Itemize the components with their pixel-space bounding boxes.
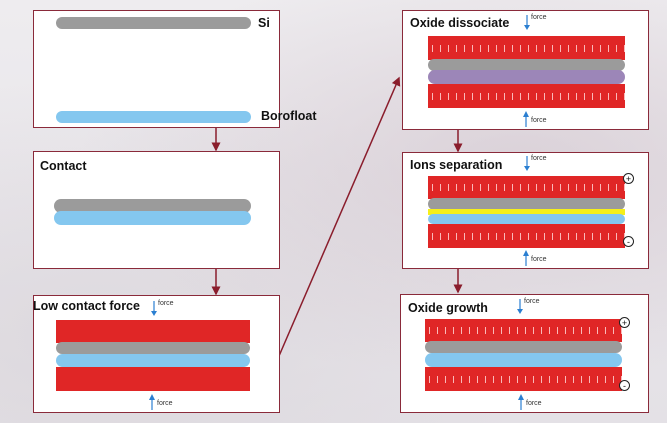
si-wafer	[425, 341, 622, 353]
si-wafer	[56, 342, 250, 354]
top-electrode-ions	[428, 36, 625, 60]
borofloat-wafer	[54, 211, 251, 225]
force-label-top: force	[158, 300, 174, 307]
top-electrode	[56, 320, 250, 343]
panel-ions-separation: Ions separation force + - force	[402, 152, 649, 269]
panel-low-contact-force: Low contact force force force	[33, 295, 280, 413]
bottom-electrode-ions	[425, 367, 622, 391]
force-down-arrow-icon	[524, 15, 530, 30]
force-up-arrow-icon	[523, 111, 529, 127]
borofloat-wafer	[428, 214, 625, 224]
force-label-bottom: force	[157, 400, 173, 407]
bottom-electrode-ions	[428, 224, 625, 248]
force-up-arrow-icon	[149, 394, 155, 410]
force-down-arrow-icon	[517, 299, 523, 314]
minus-terminal-icon: -	[619, 380, 630, 391]
borofloat-wafer	[56, 354, 250, 367]
force-down-arrow-icon	[524, 156, 530, 171]
borofloat-wafer	[56, 111, 251, 123]
force-label-top: force	[531, 155, 547, 162]
si-label: Si	[258, 16, 270, 30]
panel-title-low-contact-force: Low contact force	[33, 299, 140, 313]
borofloat-wafer	[425, 353, 622, 367]
ion-layer	[428, 209, 625, 215]
top-electrode-ions	[428, 176, 625, 199]
bottom-electrode-ions	[428, 84, 625, 108]
minus-terminal-icon: -	[623, 236, 634, 247]
top-electrode-ions	[425, 319, 622, 342]
force-up-arrow-icon	[518, 394, 524, 410]
panel-contact: Contact	[33, 151, 280, 269]
panel-oxide-dissociate: Oxide dissociate force force	[402, 10, 649, 130]
force-up-arrow-icon	[523, 250, 529, 266]
force-label-top: force	[524, 298, 540, 305]
si-wafer	[54, 199, 251, 213]
panel-title-oxide-dissociate: Oxide dissociate	[410, 16, 510, 30]
panel-oxide-growth: Oxide growth force + - force	[400, 294, 649, 413]
si-wafer	[56, 17, 251, 29]
force-label-bottom: force	[526, 400, 542, 407]
plus-terminal-icon: +	[623, 173, 634, 184]
borofloat-label: Borofloat	[261, 109, 317, 123]
force-label-top: force	[531, 14, 547, 21]
force-down-arrow-icon	[151, 301, 157, 316]
force-label-bottom: force	[531, 117, 547, 124]
panel-title-ions-separation: Ions separation	[410, 158, 503, 172]
panel-initial-wafers: Si Borofloat	[33, 10, 317, 128]
bottom-electrode	[56, 367, 250, 391]
panel-title-contact: Contact	[40, 159, 87, 173]
force-label-bottom: force	[531, 256, 547, 263]
si-wafer	[428, 198, 625, 210]
oxide-layer	[428, 70, 625, 84]
panel-title-oxide-growth: Oxide growth	[408, 301, 488, 315]
si-wafer	[428, 59, 625, 71]
arrow-low-force-to-oxide-dissociate	[278, 76, 401, 357]
plus-terminal-icon: +	[619, 317, 630, 328]
